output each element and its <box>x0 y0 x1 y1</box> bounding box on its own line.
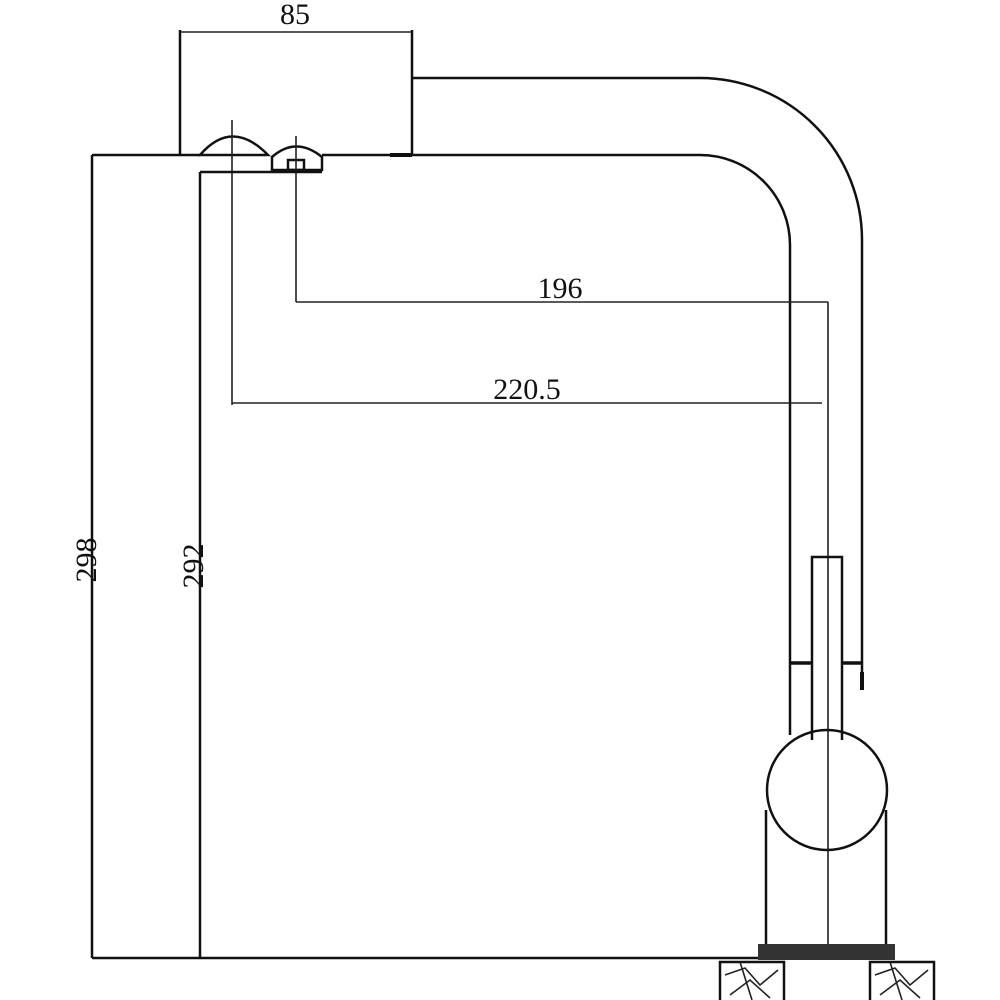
dimension-label-292: 292 <box>177 544 210 589</box>
spout <box>92 76 864 735</box>
dimension-label-85: 85 <box>280 0 310 31</box>
dimension-label-220-5: 220.5 <box>493 373 561 406</box>
dimension-298: 298 <box>70 155 103 958</box>
dimension-label-196: 196 <box>538 272 583 305</box>
secondary-handle <box>200 136 324 302</box>
dimension-220-5: 220.5 <box>232 373 822 406</box>
lever-handle <box>197 120 271 405</box>
dimension-196: 196 <box>296 272 828 305</box>
faucet-body <box>758 302 895 960</box>
countertop-section <box>718 960 936 1000</box>
dimension-85: 85 <box>178 0 414 155</box>
dimension-292: 292 <box>177 172 210 958</box>
dimension-label-298: 298 <box>70 538 103 583</box>
